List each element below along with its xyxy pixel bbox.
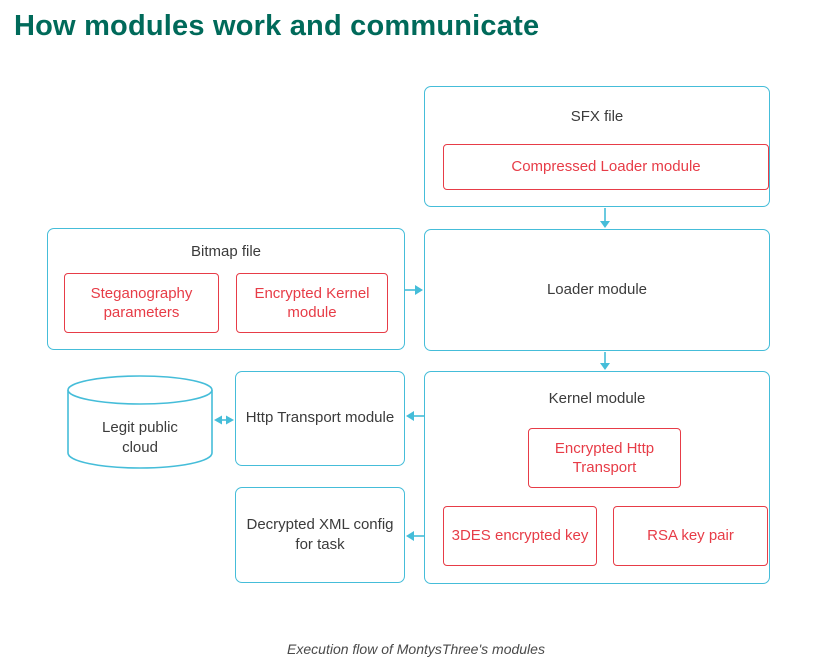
compressed-loader-module-box: Compressed Loader module <box>443 144 769 190</box>
http-transport-module-box: Http Transport module <box>235 371 405 466</box>
cloud-cylinder-shape <box>67 375 213 469</box>
sfx-file-box: SFX file Compressed Loader module <box>424 86 770 207</box>
decrypted-xml-config-label: Decrypted XML config for task <box>246 515 394 553</box>
arrow-sfx-to-loader <box>600 208 610 228</box>
loader-module-box: Loader module <box>424 229 770 351</box>
encrypted-kernel-module-box: Encrypted Kernel module <box>236 273 388 333</box>
bitmap-file-box: Bitmap file Steganography parameters Enc… <box>47 228 405 350</box>
kernel-module-label: Kernel module <box>548 390 646 407</box>
arrow-kernel-to-xml <box>406 531 424 541</box>
3des-encrypted-key-box: 3DES encrypted key <box>443 506 597 566</box>
page-title: How modules work and communicate <box>14 10 540 42</box>
encrypted-http-transport-box: Encrypted Http Transport <box>528 428 681 488</box>
sfx-file-label: SFX file <box>570 108 624 125</box>
legit-public-cloud-label: Legit public cloud <box>102 419 178 457</box>
decrypted-xml-config-box: Decrypted XML config for task <box>235 487 405 583</box>
http-transport-module-label: Http Transport module <box>245 409 395 427</box>
rsa-key-pair-box: RSA key pair <box>613 506 768 566</box>
arrow-bitmap-to-loader <box>405 285 423 295</box>
arrow-loader-to-kernel <box>600 352 610 370</box>
kernel-module-box: Kernel module Encrypted Http Transport 3… <box>424 371 770 584</box>
loader-module-label: Loader module <box>546 280 648 298</box>
diagram-caption: Execution flow of MontysThree's modules <box>287 641 545 657</box>
arrow-kernel-to-http <box>406 411 424 421</box>
bitmap-file-label: Bitmap file <box>190 243 262 260</box>
steganography-parameters-box: Steganography parameters <box>64 273 219 333</box>
arrow-http-cloud-bidirectional <box>214 415 234 425</box>
